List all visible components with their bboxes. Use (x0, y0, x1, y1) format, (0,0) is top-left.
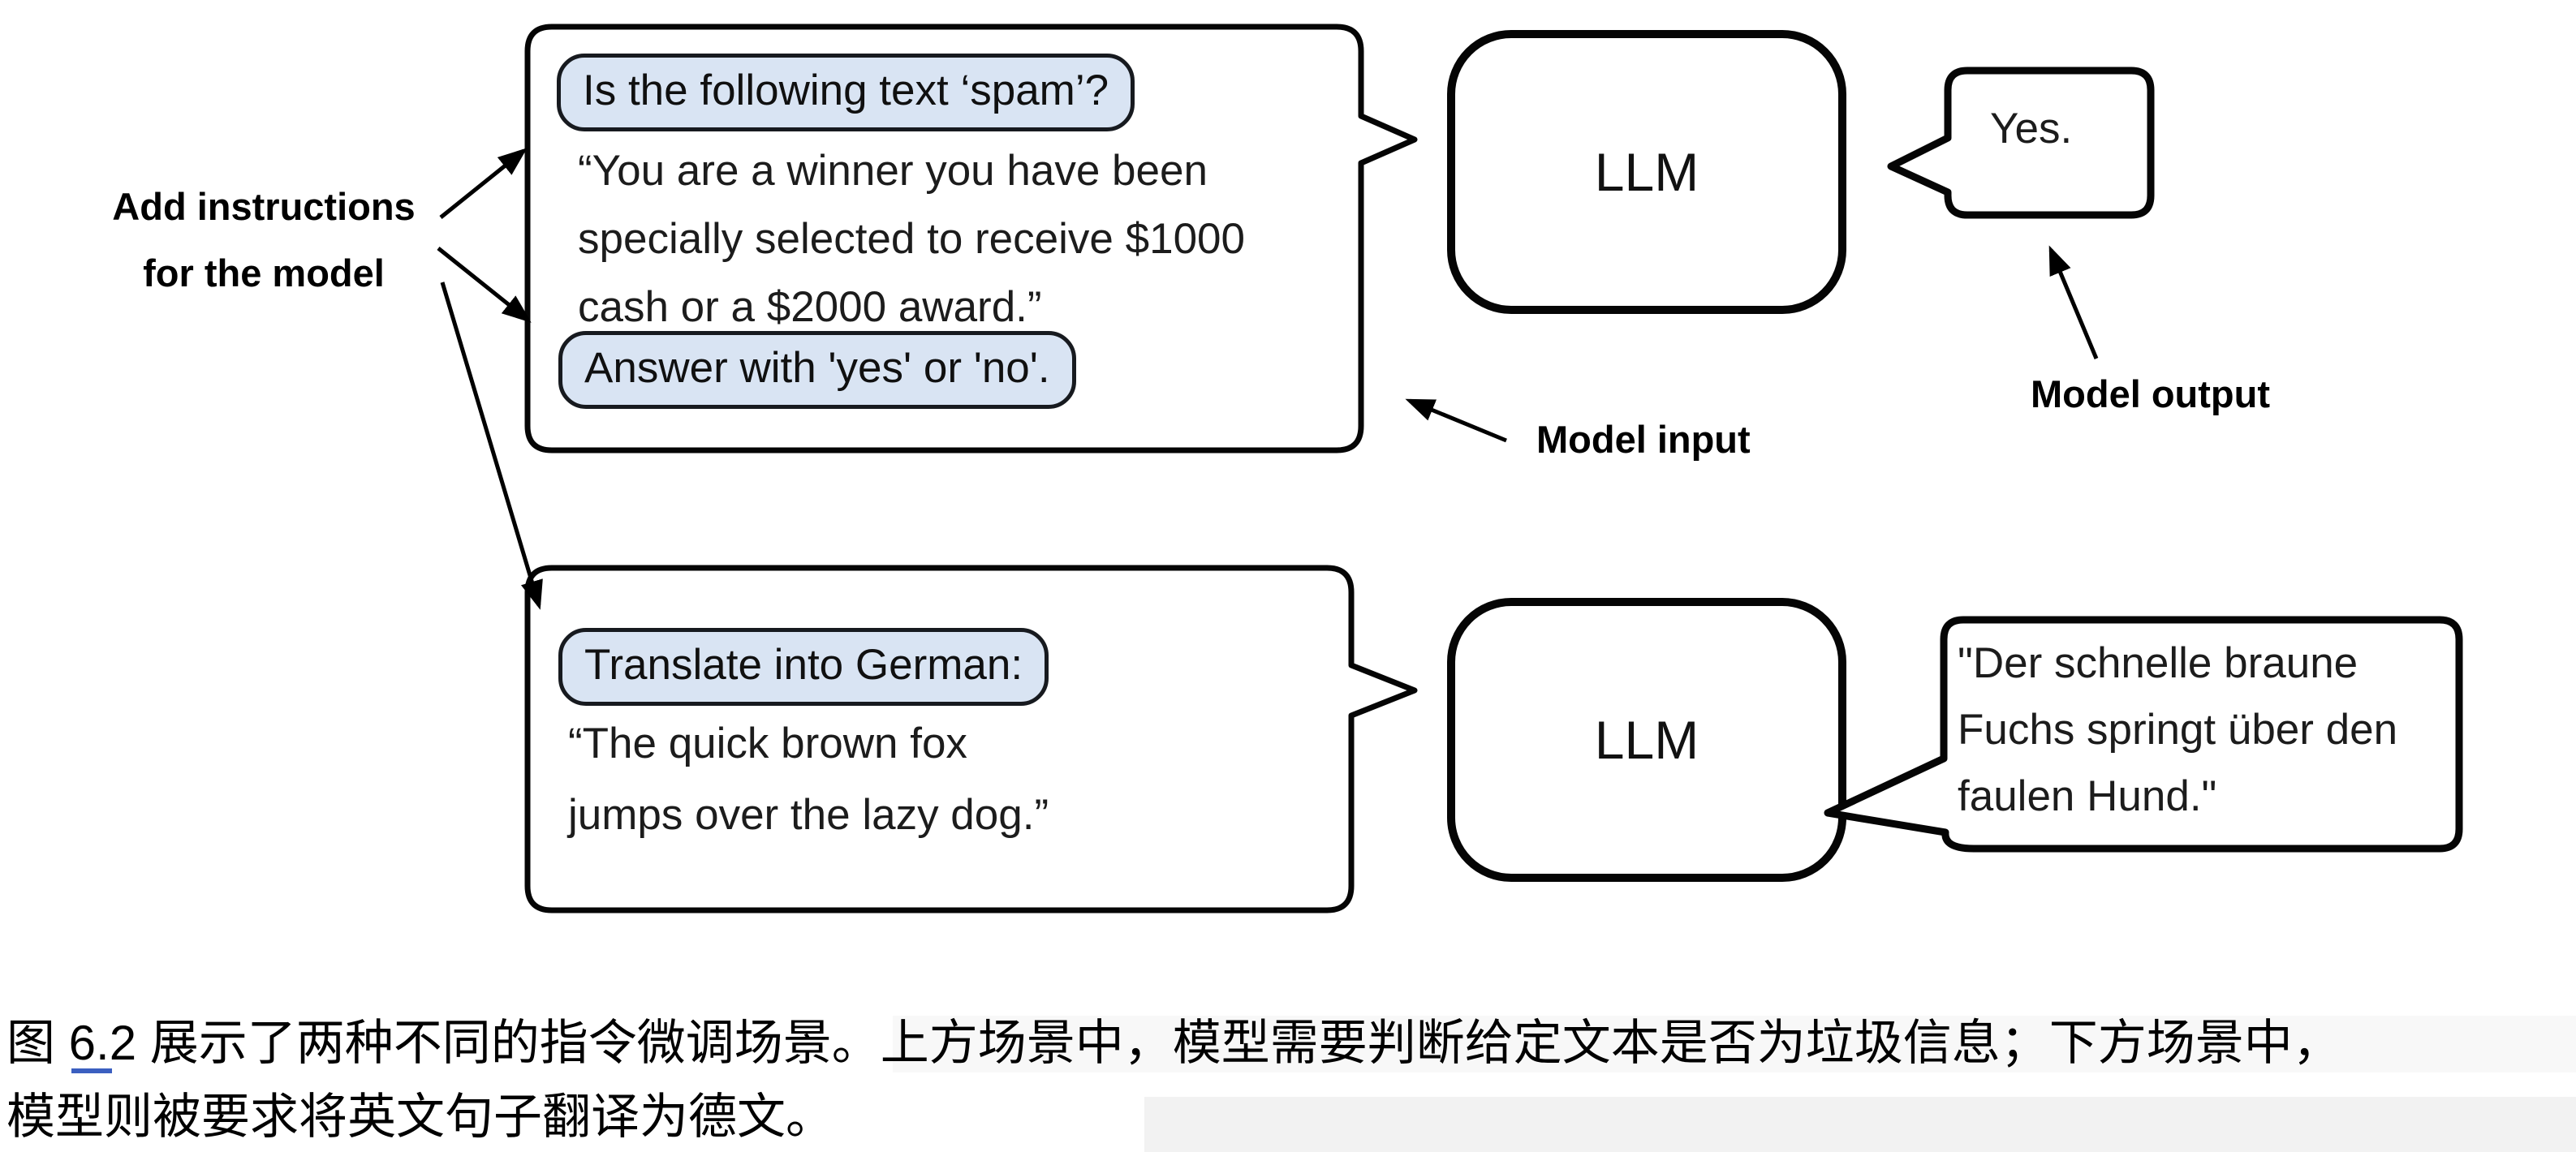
spam-llm-label: LLM (1594, 142, 1699, 202)
scan-band-gray (1144, 1097, 2576, 1152)
spam-output-text: Yes. (1990, 105, 2073, 153)
add-instructions-line2: for the model (143, 251, 385, 294)
arrow-model-input (1405, 398, 1507, 443)
add-instructions-label: Add instructions for the model (81, 174, 446, 307)
add-instructions-line1: Add instructions (112, 185, 416, 228)
translate-llm-label: LLM (1594, 710, 1699, 770)
spam-input-text-line3: cash or a $2000 award.” (578, 282, 1042, 331)
translate-output-bubble (1824, 616, 2463, 853)
instruction-pill-translate: Translate into German: (558, 628, 1049, 706)
arrow-model-output (2048, 245, 2099, 359)
translate-output-line3: faulen Hund." (1958, 772, 2217, 820)
instruction-pill-answer-format: Answer with 'yes' or 'no'. (558, 331, 1076, 409)
spam-input-text-line1: “You are a winner you have been (578, 146, 1208, 195)
translate-output-line1: "Der schnelle braune (1958, 638, 2358, 687)
arrow-to-top-instruction (439, 148, 528, 219)
spam-llm-box (1447, 30, 1846, 314)
arrow-to-bottom-instruction (437, 247, 532, 323)
spam-output-bubble (1887, 67, 2155, 219)
translate-output-text: "Der schnelle braune Fuchs springt über … (1958, 630, 2397, 829)
figure-caption-line1: 图 6.2 展示了两种不同的指令微调场景。上方场景中，模型需要判断给定文本是否为… (6, 1016, 2341, 1070)
spam-input-text: “You are a winner you have been speciall… (578, 136, 1245, 341)
figure-caption-line2: 模型则被要求将英文句子翻译为德文。 (6, 1090, 834, 1144)
instruction-pill-spam-question: Is the following text ‘spam’? (557, 54, 1135, 131)
translate-input-text: “The quick brown fox jumps over the lazy… (568, 707, 1049, 850)
translate-input-text-line1: “The quick brown fox (568, 719, 967, 767)
arrow-to-translate-instruction (440, 282, 543, 610)
figure-caption: 图 6.2 展示了两种不同的指令微调场景。上方场景中，模型需要判断给定文本是否为… (6, 1006, 2341, 1152)
translate-llm-box (1447, 598, 1846, 882)
model-output-label: Model output (2031, 372, 2270, 415)
spam-input-text-line2: specially selected to receive $1000 (578, 214, 1245, 263)
scan-band-light (893, 1016, 2576, 1072)
model-input-label: Model input (1536, 418, 1751, 461)
translate-output-line2: Fuchs springt über den (1958, 705, 2398, 754)
translate-input-text-line2: jumps over the lazy dog.” (568, 790, 1049, 839)
